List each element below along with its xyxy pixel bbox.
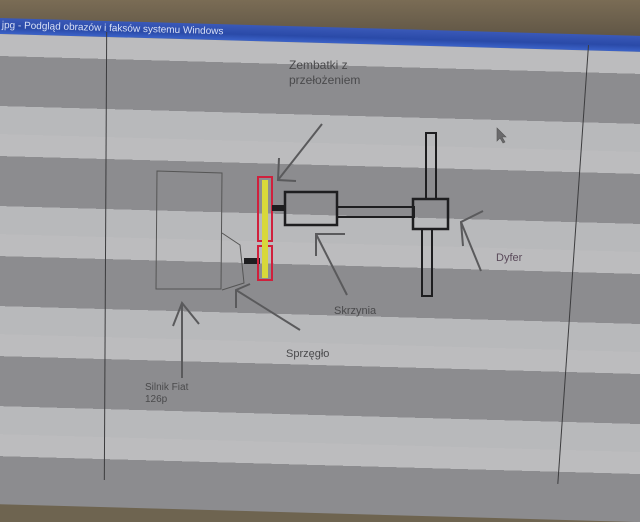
differential-arrow <box>459 210 484 272</box>
drive-shaft <box>336 206 415 218</box>
gear-pair <box>257 176 273 281</box>
gearbox-input-shaft <box>272 205 286 211</box>
gearbox-arrow <box>315 233 348 296</box>
axle-upper <box>425 132 437 200</box>
gearbox-label: Skrzynia <box>334 305 377 317</box>
mouse-pointer-icon <box>496 127 507 144</box>
engine-block <box>155 170 245 291</box>
axle-lower <box>421 228 433 297</box>
drivetrain-diagram <box>155 123 507 378</box>
differential-label: Dyfer <box>496 252 523 264</box>
engine-arrow <box>172 301 200 378</box>
clutch-arrow <box>235 283 301 331</box>
gears-arrow <box>276 123 323 182</box>
engine-label: Silnik Fiat 126p <box>145 382 189 405</box>
clutch-label: Sprzęgło <box>286 348 330 360</box>
engine-shaft <box>244 258 260 264</box>
differential <box>411 197 450 231</box>
gears-label: Zembatki z przełożeniem <box>289 58 361 87</box>
gearbox <box>283 190 339 227</box>
